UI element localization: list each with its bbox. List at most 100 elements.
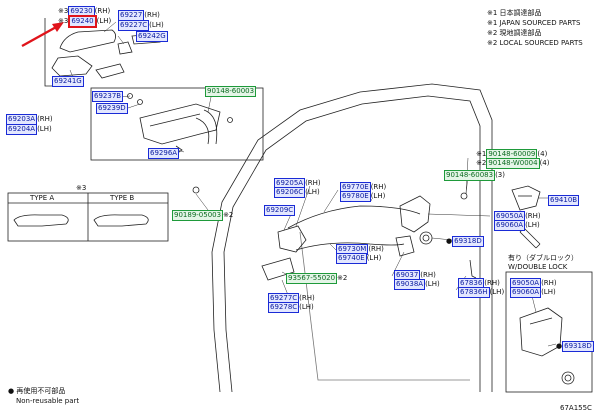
non-reusable-legend: ● 再使用不可部品 Non-reusable part [8,386,79,406]
part-label-69780e[interactable]: 69780E(LH) [340,191,385,202]
part-code[interactable]: 69204A [6,124,38,135]
part-label-69278c[interactable]: 69278C(LH) [268,302,314,313]
inside-handle-frame [139,103,221,145]
part-code[interactable]: 69237B [92,91,124,102]
label-suffix: (LH) [299,303,314,311]
type-b-label: TYPE B [110,194,135,202]
part-code[interactable]: 69318D [562,341,594,352]
label-suffix: (RH) [484,279,500,287]
part-code[interactable]: 69209C [264,205,296,216]
part-code[interactable]: 69060A [510,287,542,298]
part-code[interactable]: 69740E [336,253,367,264]
label-suffix: (RH) [525,212,541,220]
label-suffix: (LH) [525,221,540,229]
part-label-90148-60003[interactable]: 90148-60003 [205,86,257,97]
part-code[interactable]: 90148-W0004 [486,158,540,169]
sourcing-legend: ※1 日本調達部品 ※1 JAPAN SOURCED PARTS ※2 現地調達… [487,8,583,48]
label-suffix: (4) [539,159,550,167]
label-suffix: (RH) [305,179,321,187]
part-code[interactable]: 69241G [52,76,84,87]
label-suffix: (LH) [425,280,440,288]
part-code[interactable]: 93567-55020 [286,273,338,284]
type-note: ※3 [76,184,87,192]
highlight-arrow [21,22,64,48]
part-label-69204a[interactable]: 69204A(LH) [6,124,52,135]
figure-code: 67A155C [560,404,592,412]
legend-non-reusable-en: Non-reusable part [16,397,80,405]
part-label-93567-55020[interactable]: 93567-55020※2 [286,273,347,284]
part-label-69060a-double-lock[interactable]: 69060A(LH) [510,287,556,298]
part-label-69060a[interactable]: 69060A(LH) [494,220,540,231]
label-suffix: (LH) [149,21,164,29]
part-code[interactable]: 69206C [274,187,306,198]
label-prefix: ※3 [58,7,69,15]
label-suffix: (3) [495,171,505,179]
latch-assembly [399,195,431,233]
part-label-69241g[interactable]: 69241G [52,76,84,87]
part-code[interactable]: 69060A [494,220,526,231]
part-code[interactable]: 69318D [452,236,484,247]
label-prefix: ※2 [476,159,487,167]
label-suffix: (LH) [370,192,386,200]
legend-non-reusable-jp: ● 再使用不可部品 [8,387,66,395]
part-code[interactable]: 90148-60003 [205,86,257,97]
part-code[interactable]: 69038A [394,279,426,290]
type-a-label: TYPE A [30,194,55,202]
part-label-69318d[interactable]: ●69318D [446,236,484,247]
label-suffix: (LH) [489,288,505,296]
double-lock-en: W/DOUBLE LOCK [508,263,568,271]
striker [511,185,541,211]
label-suffix: (RH) [144,11,160,19]
legend-line-japan-en: ※1 JAPAN SOURCED PARTS [487,19,581,27]
part-label-69740e[interactable]: 69740E(LH) [336,253,381,264]
label-suffix: (LH) [305,188,320,196]
label-suffix: (LH) [96,17,112,25]
part-label-67836h[interactable]: 67836H(LH) [458,287,504,298]
part-code[interactable]: 69780E [340,191,371,202]
subassembly-box [90,87,264,161]
part-label-90189-05003[interactable]: 90189-05003※2 [172,210,233,221]
label-suffix: (RH) [420,271,436,279]
label-suffix: (LH) [37,125,52,133]
part-label-69239d[interactable]: 69239D [96,103,128,114]
part-code-highlighted[interactable]: 69240 [68,15,97,28]
label-suffix: (LH) [541,288,556,296]
part-code[interactable]: 69278C [268,302,300,313]
label-prefix: ※3 [58,17,69,25]
part-code[interactable]: 69410B [548,195,580,206]
label-suffix: (RH) [94,7,111,15]
part-code[interactable]: 90148-60083 [444,170,496,181]
part-label-90148-60083[interactable]: 90148-60083(3) [444,170,505,181]
double-lock-jp: 有り（ダブルロック） [508,254,578,262]
part-label-69209c[interactable]: 69209C [264,205,296,216]
label-suffix: (LH) [366,254,382,262]
part-code[interactable]: 69296A [148,148,180,159]
part-label-69038a[interactable]: 69038A(LH) [394,279,440,290]
legend-line-japan-jp: ※1 日本調達部品 [487,9,542,17]
label-suffix: (RH) [37,115,53,123]
part-label-69206c[interactable]: 69206C(LH) [274,187,320,198]
door-outline [211,83,493,393]
part-label-69410b[interactable]: 69410B [548,195,580,206]
part-label-69296a[interactable]: 69296A [148,148,180,159]
label-suffix: (4) [537,150,548,158]
part-label-69227c[interactable]: 69227C(LH) [118,20,164,31]
part-label-69318d-double-lock[interactable]: ●69318D [556,341,594,352]
legend-line-local-jp: ※2 現地調達部品 [487,29,542,37]
part-code[interactable]: 69227C [118,20,150,31]
part-code[interactable]: 67836H [458,287,490,298]
part-code[interactable]: 69242G [136,31,168,42]
label-prefix: ※1 [476,150,487,158]
label-suffix: (RH) [299,294,315,302]
label-suffix: (RH) [370,183,387,191]
label-suffix: (RH) [541,279,557,287]
part-code[interactable]: 69239D [96,103,128,114]
part-label-69237b[interactable]: 69237B [92,91,124,102]
part-label-69242g[interactable]: 69242G [136,31,168,42]
double-lock-box [505,271,593,393]
part-code[interactable]: 90189-05003 [172,210,224,221]
label-suffix: (RH) [368,245,384,253]
